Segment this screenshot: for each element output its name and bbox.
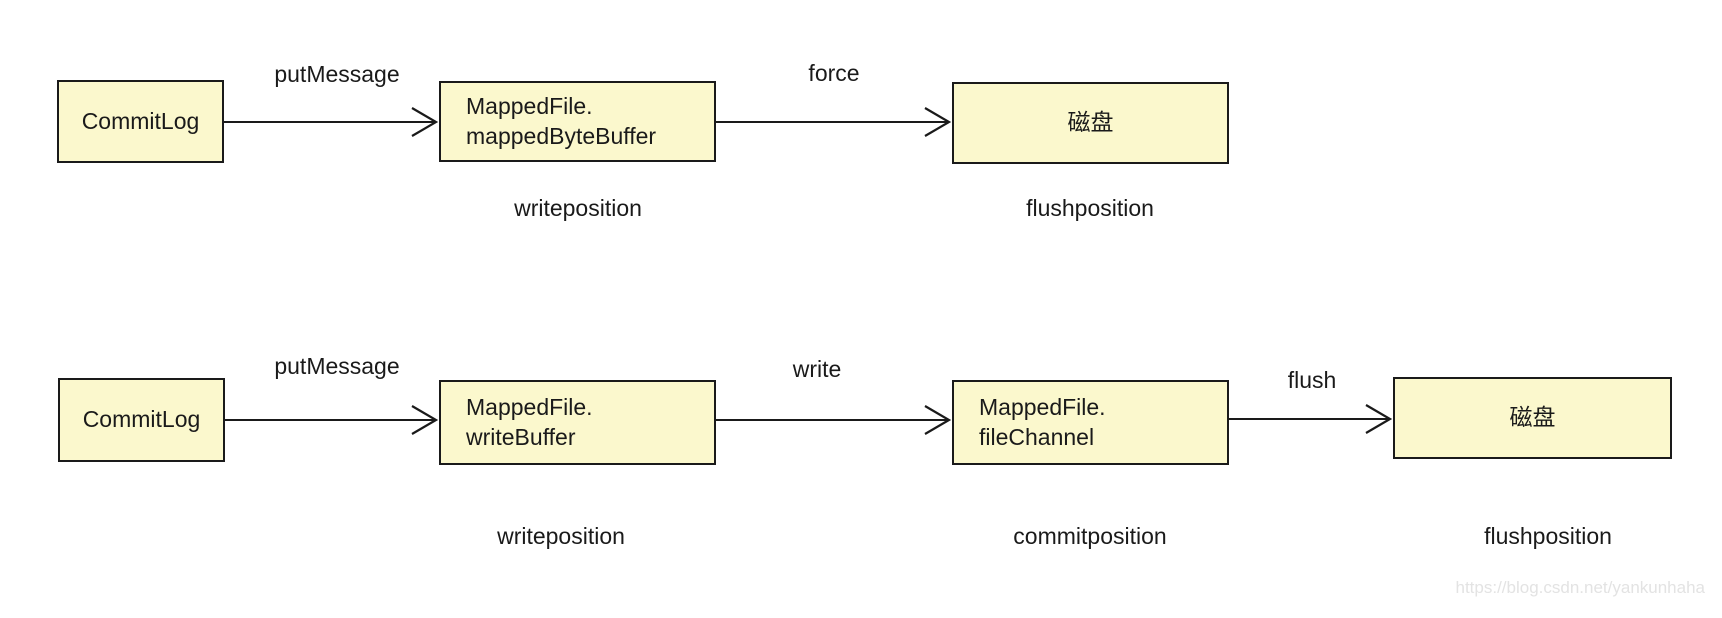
node-label-line1: MappedFile.	[466, 93, 593, 120]
edge-label-flow1-force: force	[808, 60, 860, 86]
edge-label-flow1-putmessage: putMessage	[274, 61, 400, 87]
node-label: 磁盘	[1067, 109, 1114, 136]
edge-label-flow2-flush: flush	[1287, 367, 1337, 393]
node-flow1-mappedfile-mappedbytebuffer: MappedFile. mappedByteBuffer	[439, 81, 716, 162]
node-label: CommitLog	[81, 107, 200, 134]
node-flow1-commitlog: CommitLog	[57, 80, 224, 163]
node-flow2-mappedfile-filechannel: MappedFile. fileChannel	[952, 380, 1229, 465]
node-label: 磁盘	[1509, 404, 1556, 431]
caption-flow2-flushposition: flushposition	[1484, 523, 1612, 549]
node-label-line2: mappedByteBuffer	[466, 122, 657, 149]
node-flow2-mappedfile-writebuffer: MappedFile. writeBuffer	[439, 380, 716, 465]
node-label-line2: writeBuffer	[466, 423, 576, 450]
caption-flow2-writeposition: writeposition	[497, 523, 625, 549]
node-flow1-disk: 磁盘	[952, 82, 1229, 164]
node-flow2-disk: 磁盘	[1393, 377, 1672, 459]
edge-label-flow2-putmessage: putMessage	[274, 353, 400, 379]
watermark-text: https://blog.csdn.net/yankunhaha	[1455, 578, 1705, 597]
node-label-line1: MappedFile.	[979, 394, 1106, 421]
edge-label-flow2-write: write	[792, 356, 842, 382]
caption-flow2-commitposition: commitposition	[1013, 523, 1167, 549]
node-flow2-commitlog: CommitLog	[58, 378, 225, 462]
node-label-line1: MappedFile.	[466, 394, 593, 421]
node-label-line2: fileChannel	[979, 423, 1095, 450]
caption-flow1-flushposition: flushposition	[1026, 195, 1154, 221]
caption-flow1-writeposition: writeposition	[514, 195, 642, 221]
node-label: CommitLog	[82, 406, 201, 433]
